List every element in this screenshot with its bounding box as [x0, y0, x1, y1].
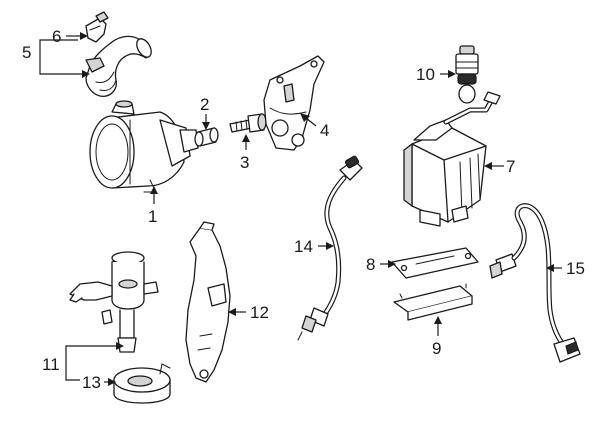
callout-7: 7: [506, 157, 515, 176]
callout-2: 2: [200, 95, 209, 114]
callout-8: 8: [366, 255, 375, 274]
part-4-bracket[interactable]: [263, 55, 325, 151]
part-6-connector[interactable]: [85, 11, 109, 43]
part-1-air-pump[interactable]: [89, 100, 199, 193]
callout-5: 5: [22, 43, 31, 62]
part-3-bolt[interactable]: [229, 113, 267, 133]
callout-labels: 6 5 2 4 3 1 10 7 14 8 15 12 9 11 13: [22, 27, 585, 392]
callout-12: 12: [250, 303, 269, 322]
part-13-mount-ring[interactable]: [113, 363, 171, 404]
part-12-heat-shield[interactable]: [185, 221, 231, 383]
callout-11: 11: [42, 355, 60, 374]
callout-3: 3: [240, 153, 249, 172]
callout-14: 14: [294, 237, 313, 256]
callout-13: 13: [82, 373, 101, 392]
callout-4: 4: [320, 121, 329, 140]
callout-9: 9: [432, 339, 441, 358]
callout-1: 1: [148, 207, 157, 226]
part-15-oxygen-sensor-rear[interactable]: [489, 203, 581, 363]
part-11-vacuum-valve[interactable]: [69, 251, 159, 353]
callout-6: 6: [52, 27, 61, 46]
part-2-spacer[interactable]: [194, 127, 219, 147]
callout-10: 10: [416, 65, 435, 84]
leader-lines: [39, 32, 562, 386]
callout-15: 15: [566, 259, 585, 278]
part-9-shim[interactable]: [393, 283, 473, 321]
part-8-mount-plate[interactable]: [391, 247, 479, 279]
part-7-evap-canister[interactable]: [403, 91, 501, 227]
part-14-oxygen-sensor[interactable]: [297, 155, 363, 341]
part-5-air-hose[interactable]: [85, 35, 154, 97]
part-10-vent-valve[interactable]: [455, 45, 479, 104]
